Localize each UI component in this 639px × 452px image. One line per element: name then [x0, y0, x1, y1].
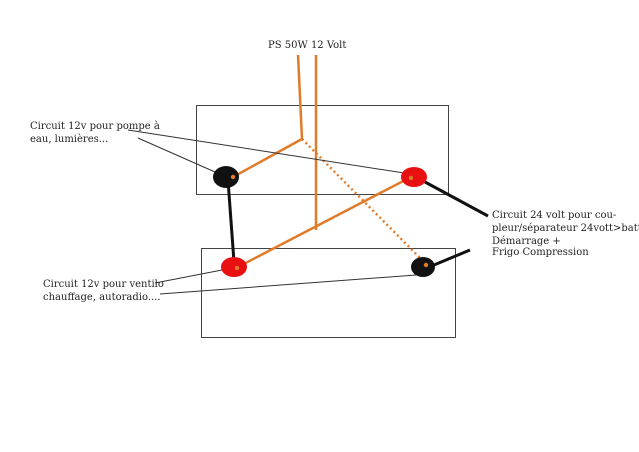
wire-to-top-black	[232, 137, 303, 179]
leader-bottom-left-to-black	[159, 274, 417, 295]
bottom-left-circuit-label-line1: Circuit 12v pour ventilo	[43, 279, 164, 290]
ps-wire-left	[296, 54, 304, 140]
wire-end-dot	[408, 175, 414, 181]
bottom-left-red-terminal	[221, 257, 247, 277]
wire-24v-from-bottom-black	[433, 248, 471, 267]
bottom-right-black-terminal	[411, 257, 435, 277]
top-left-circuit-label-line1: Circuit 12v pour pompe à	[30, 121, 160, 132]
wire-dotted-to-bottom-black	[301, 138, 427, 265]
wire-end-dot	[234, 265, 240, 271]
wire-red-to-red	[235, 175, 412, 270]
right-circuit-label-line1: Circuit 24 volt pour cou-	[492, 210, 616, 221]
bottom-left-circuit-label-line2: chauffage, autoradio....	[43, 292, 161, 303]
right-circuit-label-line3: Démarrage +	[492, 236, 561, 247]
series-link-wire	[226, 179, 236, 263]
wire-end-dot	[423, 262, 429, 268]
right-circuit-label-line4: Frigo Compression	[492, 247, 589, 258]
power-supply-label: PS 50W 12 Volt	[268, 40, 346, 51]
leader-top-left-to-red	[127, 129, 405, 174]
wire-24v-from-top-red	[424, 180, 489, 218]
wire-end-dot	[230, 174, 236, 180]
right-circuit-label-line2: pleur/séparateur 24vott>batt.	[492, 223, 639, 234]
bottom-battery-box	[201, 248, 456, 338]
leader-top-left-to-black	[137, 137, 216, 173]
top-left-circuit-label-line2: eau, lumières...	[30, 134, 108, 145]
top-left-black-terminal	[213, 166, 239, 188]
leader-bottom-left-to-red	[154, 269, 223, 284]
top-battery-box	[196, 105, 449, 195]
top-right-red-terminal	[401, 167, 427, 187]
